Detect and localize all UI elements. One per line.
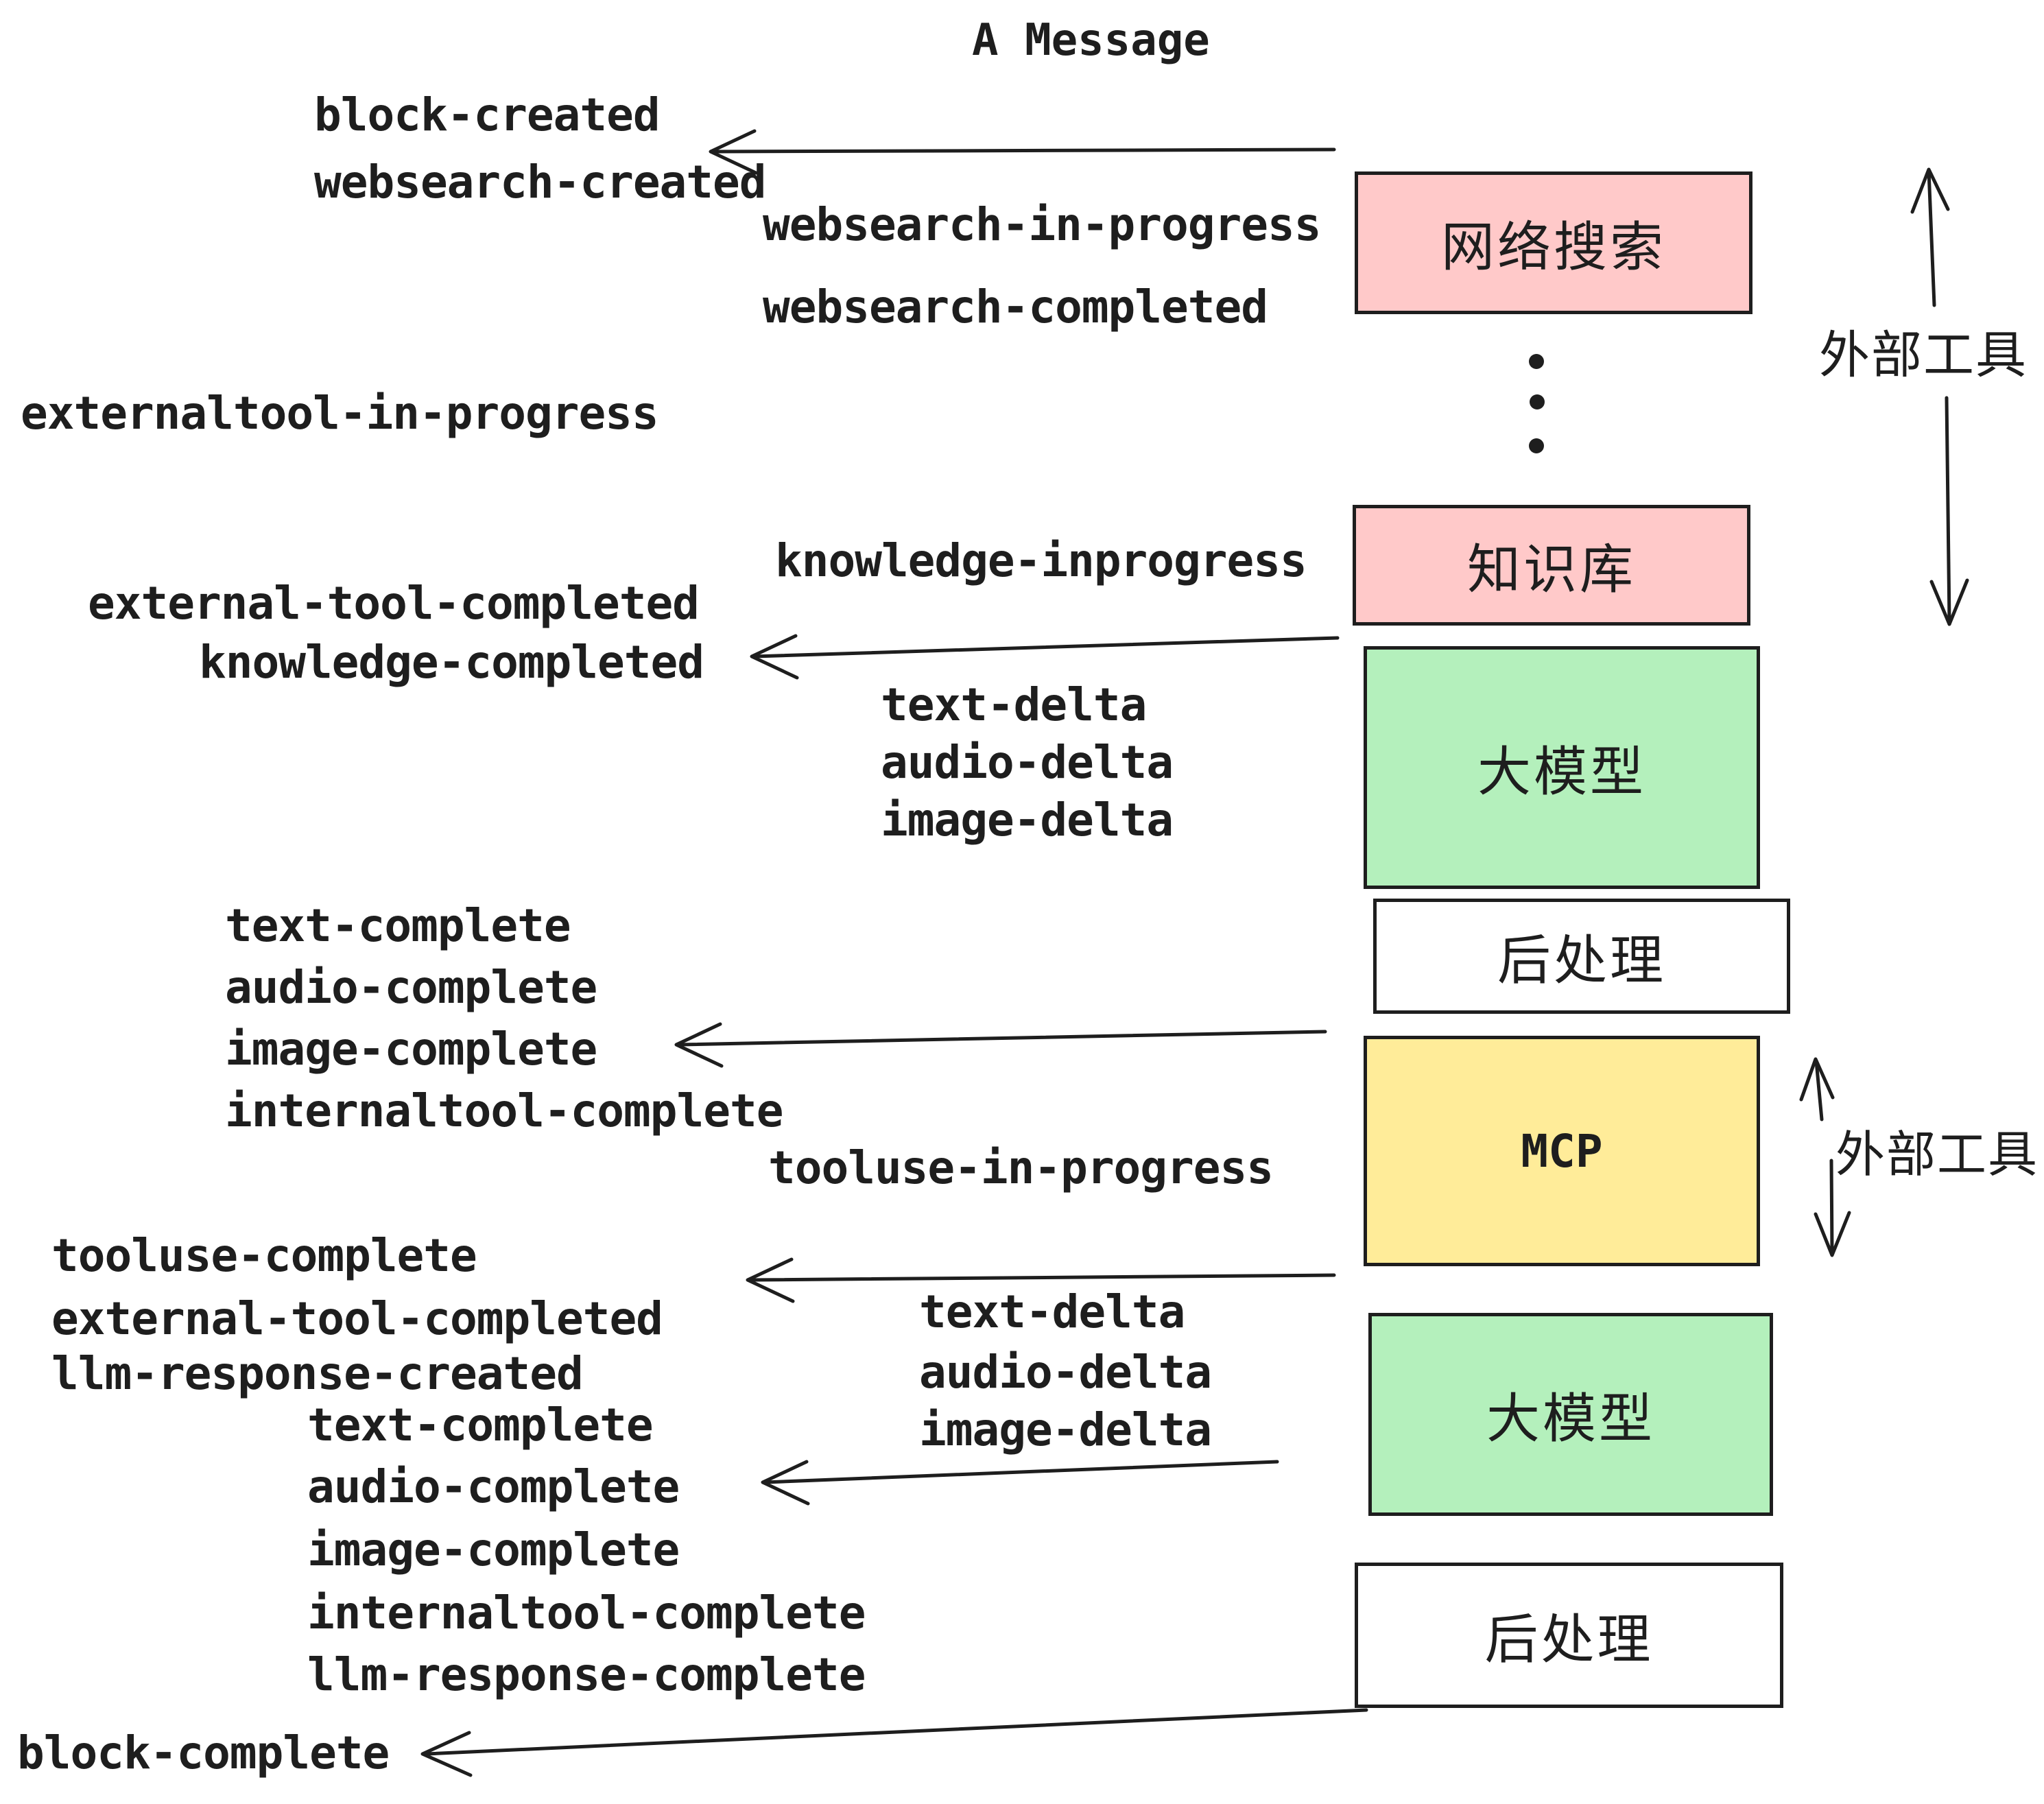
diagram-title: A Message bbox=[972, 15, 1210, 66]
event-text-delta-2: text-delta bbox=[919, 1285, 1185, 1338]
event-externaltool-in-progress: externaltool-in-progress bbox=[21, 387, 659, 440]
postprocess-box-2: 后处理 bbox=[1355, 1563, 1783, 1708]
postprocess-box-2-label: 后处理 bbox=[1484, 1609, 1654, 1671]
postprocess-box-1-label: 后处理 bbox=[1497, 930, 1666, 992]
ellipsis-dots bbox=[1529, 354, 1545, 453]
mcp-external-tools-down-arrow bbox=[1814, 1159, 1851, 1257]
arrow-image-complete bbox=[674, 1022, 1327, 1068]
event-websearch-in-progress: websearch-in-progress bbox=[763, 198, 1321, 251]
external-tools-label-top: 外部工具 bbox=[1819, 326, 2028, 385]
event-text-complete-2: text-complete bbox=[307, 1399, 654, 1451]
event-audio-complete-2: audio-complete bbox=[307, 1460, 680, 1513]
arrow-tooluse-complete bbox=[746, 1257, 1336, 1303]
event-audio-delta-2: audio-delta bbox=[919, 1346, 1212, 1399]
mcp-box: MCP bbox=[1364, 1036, 1760, 1266]
event-internaltool-complete-1: internaltool-complete bbox=[225, 1084, 783, 1137]
external-tools-label-mcp: 外部工具 bbox=[1835, 1126, 2039, 1183]
event-tooluse-complete: tooluse-complete bbox=[51, 1229, 477, 1282]
mcp-external-tools-up-arrow bbox=[1799, 1057, 1835, 1121]
event-internaltool-complete-2: internaltool-complete bbox=[307, 1587, 866, 1639]
event-image-complete-1: image-complete bbox=[225, 1023, 597, 1076]
llm-box-1-label: 大模型 bbox=[1477, 741, 1646, 803]
event-block-created: block-created bbox=[314, 88, 661, 141]
event-audio-complete-1: audio-complete bbox=[225, 961, 597, 1014]
event-image-delta-2: image-delta bbox=[919, 1403, 1212, 1456]
llm-box-1: 大模型 bbox=[1364, 646, 1760, 889]
event-llm-response-created: llm-response-created bbox=[51, 1347, 584, 1400]
event-knowledge-inprogress: knowledge-inprogress bbox=[775, 534, 1307, 587]
arrow-knowledge-completed bbox=[750, 634, 1340, 680]
event-block-complete: block-complete bbox=[17, 1726, 390, 1779]
event-external-tool-completed-2: external-tool-completed bbox=[51, 1292, 663, 1345]
event-knowledge-completed: knowledge-completed bbox=[199, 636, 704, 689]
websearch-box-label: 网络搜索 bbox=[1440, 217, 1666, 278]
event-tooluse-in-progress: tooluse-in-progress bbox=[768, 1141, 1274, 1194]
event-audio-delta-1: audio-delta bbox=[881, 736, 1174, 789]
external-tools-up-arrow bbox=[1910, 167, 1950, 307]
postprocess-box-1: 后处理 bbox=[1373, 899, 1790, 1014]
event-text-complete-1: text-complete bbox=[225, 899, 571, 952]
llm-box-2-label: 大模型 bbox=[1486, 1388, 1655, 1450]
websearch-box: 网络搜索 bbox=[1355, 171, 1752, 314]
llm-box-2: 大模型 bbox=[1368, 1313, 1773, 1516]
arrow-websearch-created bbox=[709, 129, 1336, 175]
mcp-box-label: MCP bbox=[1521, 1124, 1603, 1178]
event-image-delta-1: image-delta bbox=[881, 794, 1174, 846]
event-websearch-completed: websearch-completed bbox=[763, 281, 1268, 333]
knowledge-box-label: 知识库 bbox=[1466, 539, 1636, 601]
external-tools-down-arrow bbox=[1929, 396, 1969, 626]
arrow-audio-complete bbox=[761, 1460, 1279, 1506]
event-text-delta-1: text-delta bbox=[881, 678, 1147, 731]
event-external-tool-completed: external-tool-completed bbox=[88, 577, 700, 630]
arrow-block-complete bbox=[420, 1708, 1368, 1777]
knowledge-box: 知识库 bbox=[1353, 505, 1750, 626]
event-llm-response-complete: llm-response-complete bbox=[307, 1648, 866, 1701]
event-websearch-created: websearch-created bbox=[314, 156, 767, 209]
event-image-complete-2: image-complete bbox=[307, 1523, 680, 1576]
